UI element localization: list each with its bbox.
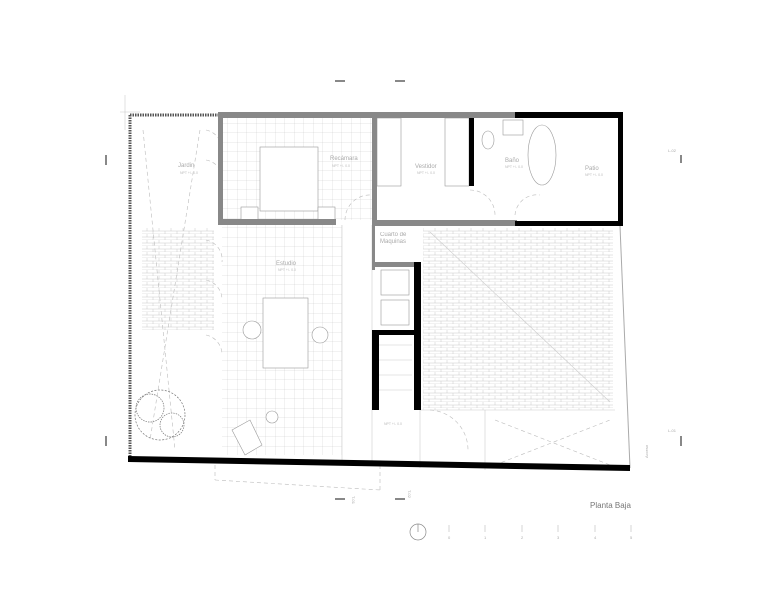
scale-tick: 2 xyxy=(521,535,524,540)
side-table xyxy=(265,410,279,424)
machine xyxy=(380,299,410,326)
bed xyxy=(259,146,319,212)
machine xyxy=(380,269,410,296)
section-marks: L-02 L-01 T-01 T-02 Acceso xyxy=(105,80,682,505)
room-label-estudio: Estudio xyxy=(276,261,297,267)
level-note: NPT +/- 0.0 xyxy=(180,171,198,175)
desk xyxy=(262,297,309,369)
level-note: NPT +/- 0.0 xyxy=(278,268,296,272)
closet-right xyxy=(444,117,470,187)
sink xyxy=(502,119,524,136)
room-label-vestidor: Vestidor xyxy=(415,164,437,170)
scale-tick: 5 xyxy=(630,535,633,540)
room-label-patio: Patio xyxy=(585,166,599,172)
bathtub xyxy=(527,124,557,186)
tree xyxy=(134,389,186,441)
level-note: NPT +/- 0.0 xyxy=(332,164,350,168)
section-mark-t02: T-02 xyxy=(407,490,412,499)
room-label-cuarto-maquinas: Cuarto de Maquinas xyxy=(380,232,407,245)
room-label-recamara: Recámara xyxy=(330,156,358,162)
north-arrow-icon xyxy=(409,523,427,541)
section-mark-t01: T-01 xyxy=(351,496,356,505)
scale-bar xyxy=(448,525,632,532)
drawing-title: Planta Baja xyxy=(590,501,631,510)
room-label-jardin: Jardin xyxy=(178,163,194,169)
nightstand xyxy=(240,206,259,221)
level-note: NPT +/- 0.0 xyxy=(384,422,402,426)
chair xyxy=(311,326,329,344)
section-mark-l01: L-01 xyxy=(668,428,677,433)
scale-tick: 4 xyxy=(594,535,597,540)
level-note: NPT +/- 0.0 xyxy=(417,171,435,175)
walls xyxy=(128,112,631,471)
room-label-bano: Baño xyxy=(505,158,520,164)
scale-tick: 0 xyxy=(448,535,451,540)
scale-tick: 3 xyxy=(557,535,560,540)
nightstand xyxy=(317,206,336,221)
level-note: NPT +/- 0.0 xyxy=(585,173,603,177)
closet-left xyxy=(376,117,402,187)
section-mark-l02: L-02 xyxy=(668,148,677,153)
furniture xyxy=(231,117,557,456)
lounge-chair xyxy=(231,419,263,456)
toilet xyxy=(481,130,495,150)
chair xyxy=(242,320,262,340)
level-note: NPT +/- 0.0 xyxy=(505,165,523,169)
stairs xyxy=(378,344,412,391)
access-label: Acceso xyxy=(644,444,649,458)
scale-tick: 1 xyxy=(484,535,487,540)
